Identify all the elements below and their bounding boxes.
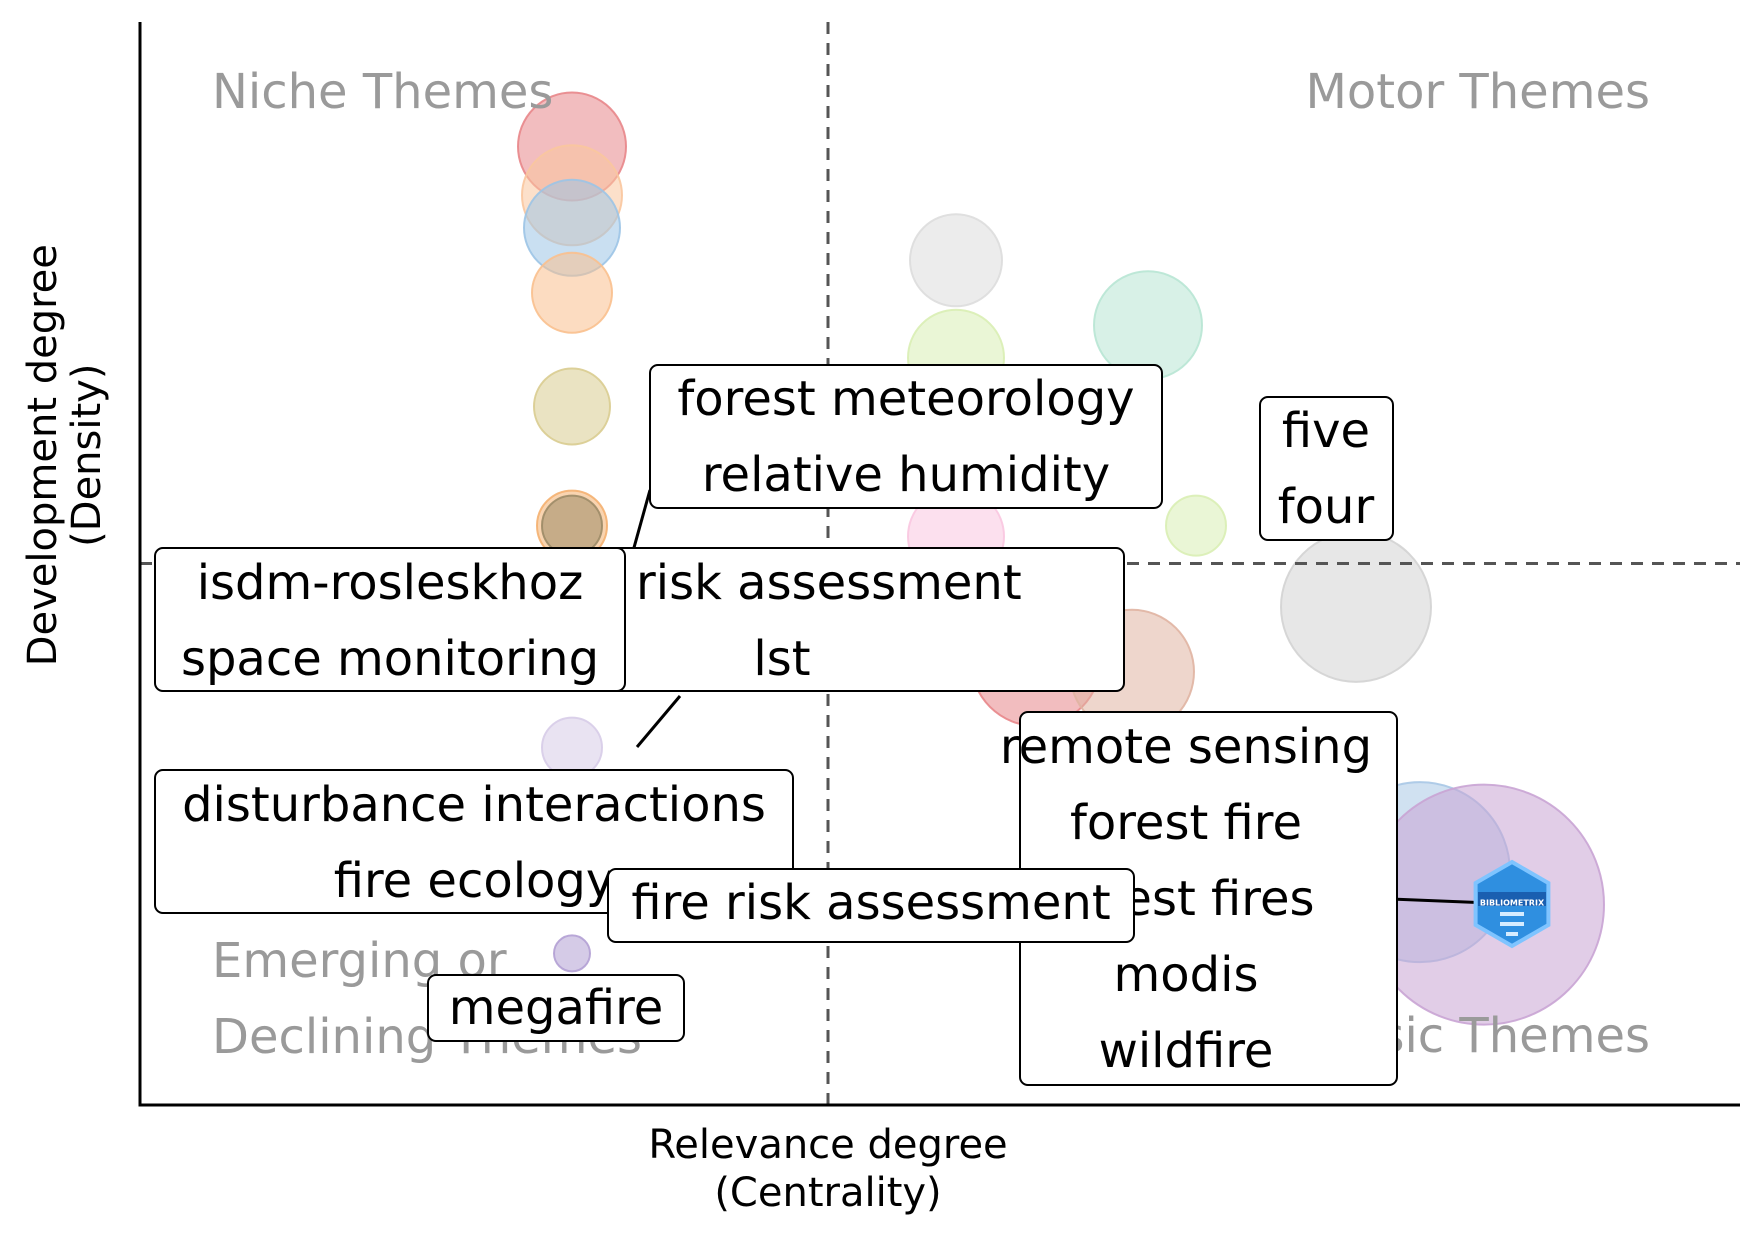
- x-axis-title: (Centrality): [714, 1170, 941, 1216]
- label-leader-line: [635, 695, 682, 748]
- cluster-bubble: [909, 213, 1003, 308]
- y-axis-title: Development degree: [20, 244, 66, 666]
- cluster-label-text: space monitoring: [181, 631, 599, 687]
- cluster-label-box: [607, 868, 1135, 943]
- cluster-label-box: [1259, 396, 1394, 541]
- cluster-bubble: [553, 934, 591, 973]
- cluster-label-text: megafire: [449, 980, 664, 1036]
- x-axis-title: Relevance degree: [648, 1122, 1007, 1168]
- cluster-bubble: [541, 716, 603, 779]
- cluster-label-box: [154, 547, 626, 692]
- cluster-bubble: [1165, 494, 1227, 557]
- cluster-label-text: modis: [1114, 947, 1259, 1003]
- cluster-labels: forest meteorology relative humidity five f…: [154, 364, 1398, 1086]
- quadrant-label: Motor Themes: [1305, 64, 1650, 120]
- cluster-label-text: disturbance interactions: [182, 777, 766, 833]
- y-axis-title: (Density): [64, 364, 110, 547]
- cluster-label-text: fire risk assessment: [631, 875, 1110, 931]
- cluster-label-text: forest fire: [1070, 795, 1302, 851]
- cluster-label-box: [427, 974, 685, 1042]
- cluster-label-text: remote sensing: [1000, 719, 1372, 775]
- cluster-label-text: fire ecology: [334, 853, 615, 909]
- bibliometrix-logo: BIBLIOMETRIX: [1473, 859, 1551, 949]
- cluster-label-text: lst: [753, 631, 810, 687]
- cluster-label-text: five: [1282, 403, 1370, 459]
- cluster-label-box: [649, 364, 1163, 509]
- cluster-label-text: four: [1278, 479, 1375, 535]
- bubble-layer: [517, 91, 1605, 1026]
- cluster-label-text: forest meteorology: [677, 371, 1134, 427]
- logo-banner: [1478, 892, 1546, 906]
- quadrant-label: Niche Themes: [212, 64, 553, 120]
- cluster-bubble: [1280, 530, 1432, 683]
- logo-stripes: [1500, 912, 1524, 936]
- logo-text: BIBLIOMETRIX: [1480, 899, 1545, 908]
- cluster-label-text: isdm-rosleskhoz: [197, 555, 584, 611]
- cluster-bubble: [533, 367, 611, 446]
- cluster-bubble: [531, 251, 613, 334]
- axes: [138, 22, 1740, 1107]
- cluster-bubble: [1093, 270, 1203, 381]
- cluster-label-text: relative humidity: [702, 447, 1110, 503]
- axis-titles: Relevance degree(Centrality) Development …: [20, 244, 1008, 1216]
- cluster-label-text: wildfire: [1099, 1023, 1274, 1079]
- cluster-bubble: [541, 494, 603, 557]
